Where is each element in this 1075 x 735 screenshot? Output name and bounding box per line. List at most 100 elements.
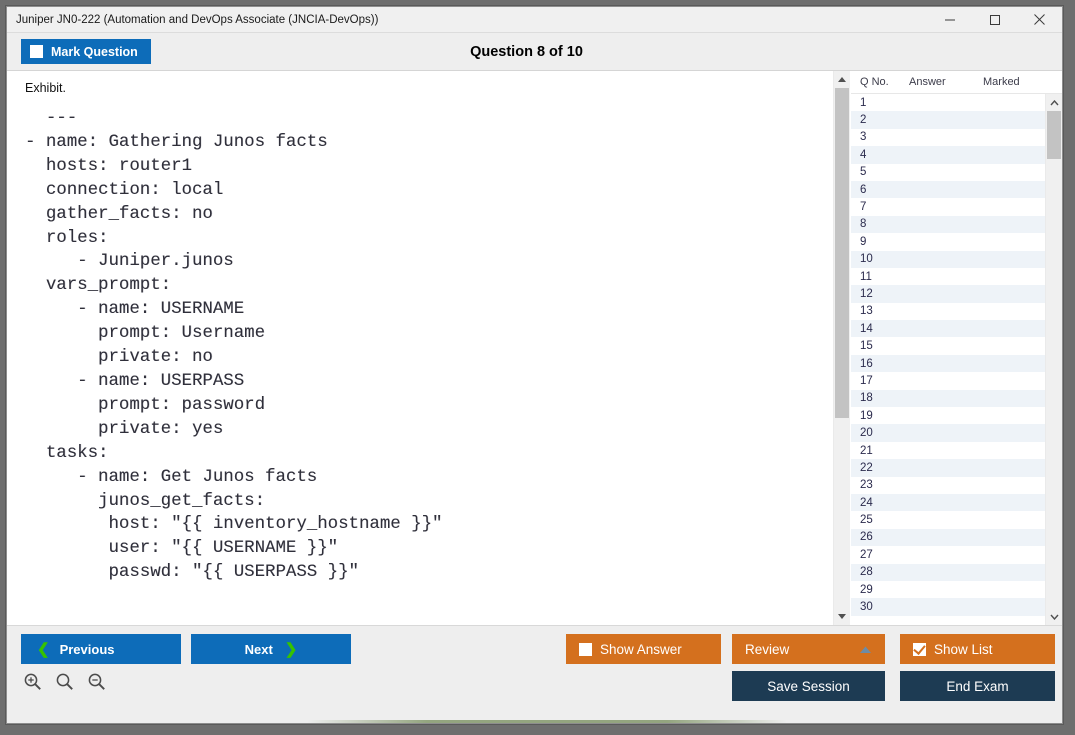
table-row[interactable]: 30 — [851, 598, 1045, 616]
cell-qno: 3 — [860, 131, 867, 144]
scrollbar-thumb[interactable] — [835, 88, 849, 418]
cell-qno: 23 — [860, 479, 873, 492]
table-row[interactable]: 27 — [851, 546, 1045, 564]
exam-body: Exhibit. --- - name: Gathering Junos fac… — [7, 71, 1062, 625]
window-titlebar: Juniper JN0-222 (Automation and DevOps A… — [7, 7, 1062, 33]
exhibit-code-block: --- - name: Gathering Junos facts hosts:… — [25, 109, 443, 583]
table-row[interactable]: 29 — [851, 580, 1045, 599]
close-icon[interactable] — [1017, 7, 1062, 32]
chevron-right-icon: ❯ — [284, 641, 298, 658]
exhibit-label: Exhibit. — [25, 81, 66, 95]
minimize-icon[interactable] — [927, 7, 972, 32]
cell-qno: 30 — [860, 601, 873, 614]
show-list-checkbox[interactable] — [913, 642, 926, 656]
exam-header-bar: Mark Question Question 8 of 10 — [7, 33, 1062, 71]
cell-qno: 6 — [860, 183, 867, 196]
table-row[interactable]: 19 — [851, 407, 1045, 425]
cell-qno: 2 — [860, 114, 867, 127]
list-scroll-up-icon[interactable] — [1046, 94, 1062, 111]
review-dropdown[interactable]: Review — [732, 634, 885, 664]
table-row[interactable]: 14 — [851, 320, 1045, 338]
mark-question-label: Mark Question — [51, 44, 138, 59]
cell-qno: 7 — [860, 201, 867, 214]
window-bottom-accent-line — [307, 720, 787, 723]
list-scroll-down-icon[interactable] — [1046, 608, 1062, 625]
cell-qno: 14 — [860, 322, 873, 335]
cell-qno: 5 — [860, 166, 867, 179]
table-row[interactable]: 4 — [851, 146, 1045, 164]
table-row[interactable]: 28 — [851, 563, 1045, 581]
cell-qno: 10 — [860, 253, 873, 266]
table-row[interactable]: 11 — [851, 267, 1045, 286]
list-scrollbar-thumb[interactable] — [1047, 111, 1061, 159]
cell-qno: 21 — [860, 444, 873, 457]
show-list-label: Show List — [934, 641, 993, 657]
save-session-button[interactable]: Save Session — [732, 671, 885, 701]
end-exam-label: End Exam — [946, 678, 1009, 694]
window-title: Juniper JN0-222 (Automation and DevOps A… — [16, 13, 379, 26]
table-row[interactable]: 23 — [851, 476, 1045, 494]
chevron-left-icon: ❮ — [37, 641, 50, 658]
cell-qno: 26 — [860, 531, 873, 544]
show-answer-label: Show Answer — [600, 641, 682, 657]
table-row[interactable]: 24 — [851, 493, 1045, 512]
end-exam-button[interactable]: End Exam — [900, 671, 1055, 701]
cell-qno: 12 — [860, 287, 873, 300]
table-row[interactable]: 3 — [851, 128, 1045, 147]
table-row[interactable]: 8 — [851, 215, 1045, 234]
maximize-icon[interactable] — [972, 7, 1017, 32]
cell-qno: 25 — [860, 514, 873, 527]
cell-qno: 19 — [860, 409, 873, 422]
zoom-in-icon[interactable] — [21, 670, 44, 693]
table-row[interactable]: 17 — [851, 372, 1045, 390]
table-row[interactable]: 16 — [851, 354, 1045, 373]
show-list-button[interactable]: Show List — [900, 634, 1055, 664]
cell-qno: 28 — [860, 566, 873, 579]
exam-footer-bar: ❮ Previous Next ❯ Show Answer Review Sho… — [7, 625, 1062, 723]
page-title: Question 8 of 10 — [470, 43, 583, 60]
scroll-up-icon[interactable] — [834, 71, 850, 88]
table-row[interactable]: 13 — [851, 302, 1045, 321]
table-row[interactable]: 5 — [851, 163, 1045, 181]
table-row[interactable]: 20 — [851, 424, 1045, 442]
mark-question-button[interactable]: Mark Question — [21, 39, 151, 64]
column-header-answer: Answer — [909, 76, 946, 88]
table-row[interactable]: 12 — [851, 285, 1045, 303]
zoom-icon[interactable] — [53, 670, 76, 693]
table-row[interactable]: 26 — [851, 528, 1045, 547]
next-button-label: Next — [244, 641, 273, 657]
exhibit-vertical-scrollbar[interactable] — [833, 71, 850, 625]
column-header-qno: Q No. — [860, 76, 889, 88]
table-row[interactable]: 18 — [851, 389, 1045, 408]
table-row[interactable]: 2 — [851, 111, 1045, 129]
scroll-down-icon[interactable] — [834, 608, 850, 625]
table-row[interactable]: 6 — [851, 180, 1045, 199]
exhibit-pane: Exhibit. --- - name: Gathering Junos fac… — [7, 71, 833, 625]
mark-question-checkbox[interactable] — [30, 45, 43, 58]
table-row[interactable]: 15 — [851, 337, 1045, 355]
question-list-vertical-scrollbar[interactable] — [1045, 94, 1062, 625]
cell-qno: 4 — [860, 148, 867, 161]
table-row[interactable]: 21 — [851, 441, 1045, 460]
question-list-header: Q No. Answer Marked — [851, 71, 1062, 93]
zoom-out-icon[interactable] — [85, 670, 108, 693]
previous-button[interactable]: ❮ Previous — [21, 634, 181, 664]
show-answer-button[interactable]: Show Answer — [566, 634, 721, 664]
next-button[interactable]: Next ❯ — [191, 634, 351, 664]
table-row[interactable]: 9 — [851, 233, 1045, 251]
show-answer-checkbox[interactable] — [579, 642, 592, 656]
table-row[interactable]: 25 — [851, 511, 1045, 529]
table-row[interactable]: 22 — [851, 459, 1045, 477]
cell-qno: 9 — [860, 235, 867, 248]
table-row[interactable]: 7 — [851, 198, 1045, 216]
cell-qno: 15 — [860, 340, 873, 353]
review-dropdown-label: Review — [745, 641, 790, 657]
table-row[interactable]: 10 — [851, 250, 1045, 268]
exhibit-content: Exhibit. --- - name: Gathering Junos fac… — [7, 71, 833, 585]
cell-qno: 8 — [860, 218, 867, 231]
table-row[interactable]: 1 — [851, 94, 1045, 112]
chevron-up-icon — [860, 642, 871, 657]
